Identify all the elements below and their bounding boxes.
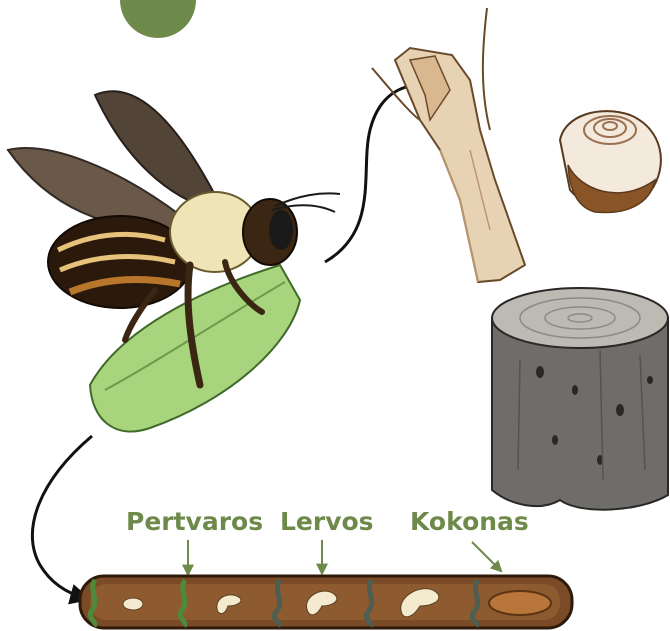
larva [123,598,143,610]
label-partitions: Pertvaros [126,507,263,537]
pointer-cocoon [472,542,500,570]
top-circle-decoration [120,0,196,38]
label-larvae: Lervos [280,507,374,537]
hollow-stem-icon [372,8,525,282]
tree-stump-icon [492,288,668,510]
label-cocoon: Kokonas [410,507,529,537]
cocoon [489,591,551,615]
arrow-to-tube [32,436,92,598]
snail-shell-icon [560,111,661,212]
nest-tube-icon [80,576,572,628]
bee-icon [8,91,340,431]
